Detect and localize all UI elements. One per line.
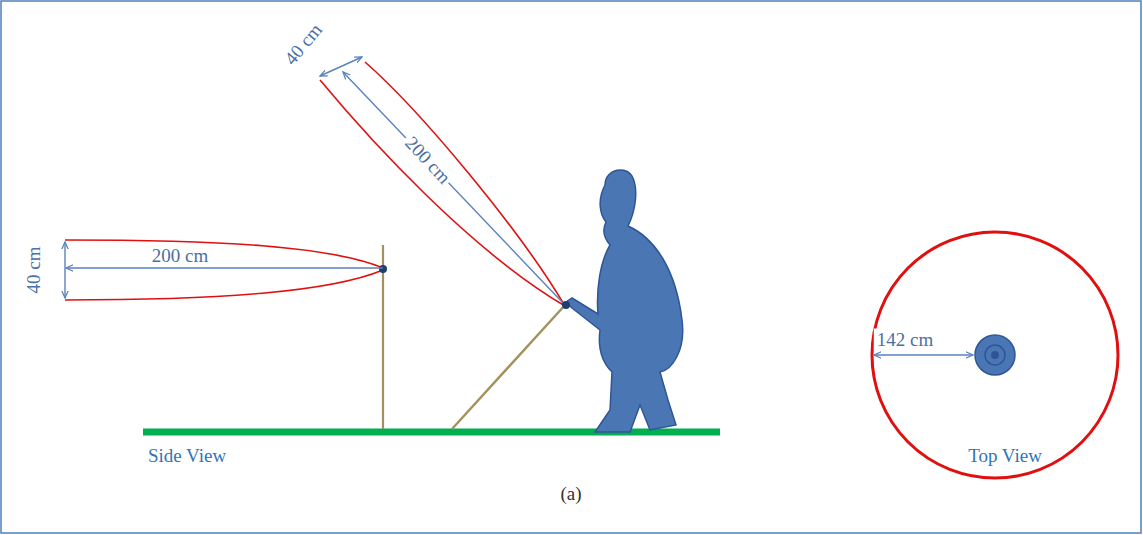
person-silhouette	[566, 170, 683, 432]
dimension-label: 142 cm	[874, 329, 936, 350]
figure-label: (a)	[557, 483, 584, 504]
range-circle	[872, 232, 1118, 478]
beam-lobe	[65, 270, 383, 300]
dimension-label: 200 cm	[399, 130, 457, 190]
beam-lobe	[320, 80, 565, 306]
person-top	[975, 335, 1015, 375]
dimension-arrow	[874, 354, 973, 355]
cane	[452, 304, 566, 429]
person-head-top	[985, 345, 1005, 365]
dimension-arrow	[66, 267, 383, 268]
sensor-dot	[379, 265, 387, 273]
dimension-label: 40 cm	[23, 244, 44, 297]
dimension-arrow	[64, 242, 65, 298]
view-caption: Side View	[145, 445, 229, 466]
sensor-dot	[562, 301, 570, 309]
dimension-arrow	[343, 72, 563, 303]
beam-lobe	[365, 62, 565, 306]
person-head-center	[991, 351, 999, 359]
dimension-label: 200 cm	[149, 245, 211, 266]
beam-lobe	[65, 240, 383, 268]
dimension-arrow	[320, 57, 362, 76]
ground-line	[143, 429, 720, 436]
dimension-label: 40 cm	[278, 17, 328, 71]
view-caption: Top View	[965, 445, 1045, 466]
